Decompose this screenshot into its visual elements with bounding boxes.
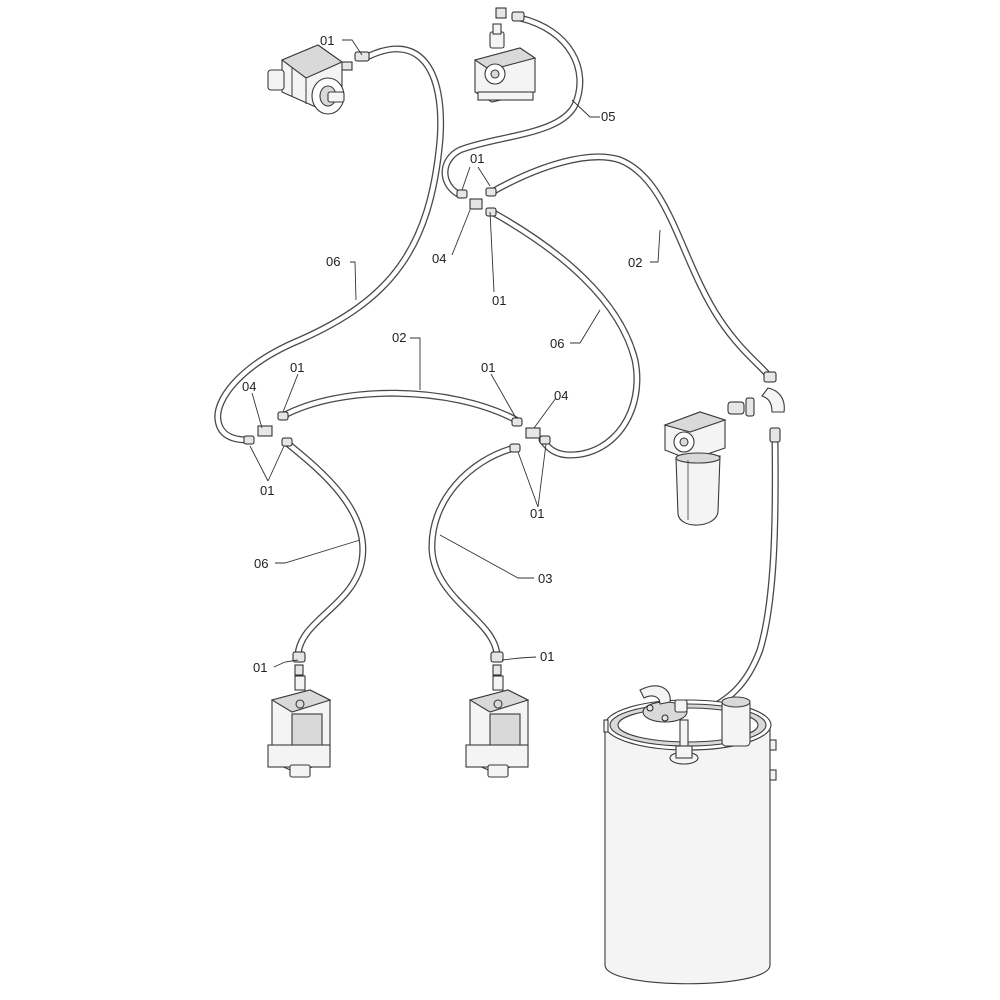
callout-04-c: 04 xyxy=(554,388,568,403)
filter-assembly xyxy=(663,411,727,526)
callout-01-a: 01 xyxy=(320,33,334,48)
hose-return-tank xyxy=(701,436,779,716)
hose-05 xyxy=(441,14,584,199)
hydraulic-motor-right xyxy=(465,675,530,778)
callout-01-g: 01 xyxy=(530,506,544,521)
callout-02-b: 02 xyxy=(392,330,406,345)
hydraulic-tank xyxy=(603,685,777,985)
callout-01-e: 01 xyxy=(481,360,495,375)
gear-pump-top xyxy=(473,23,537,103)
callout-01-i: 01 xyxy=(540,649,554,664)
hose-06-top xyxy=(214,45,445,444)
tee-04-right xyxy=(509,417,551,453)
callout-06-a: 06 xyxy=(326,254,340,269)
callout-02-a: 02 xyxy=(628,255,642,270)
fitting-01-top-left xyxy=(341,51,370,71)
callout-04-b: 04 xyxy=(242,379,256,394)
leader-lines xyxy=(249,39,661,668)
hose-02-lower xyxy=(279,389,520,424)
callout-01-h: 01 xyxy=(253,660,267,675)
callout-01-c: 01 xyxy=(492,293,506,308)
callout-04-a: 04 xyxy=(432,251,446,266)
fitting-01-top-pump2 xyxy=(495,7,525,22)
hose-02-upper xyxy=(488,153,772,379)
valve-block-top-left xyxy=(267,44,345,115)
hose-03 xyxy=(428,444,518,659)
filter-inlet-fittings xyxy=(727,371,785,443)
callout-06-b: 06 xyxy=(550,336,564,351)
tee-04-left xyxy=(243,411,293,447)
fitting-01-motor-right xyxy=(490,651,504,676)
fitting-01-motor-left xyxy=(292,651,306,676)
callout-05: 05 xyxy=(601,109,615,124)
hose-06-lower xyxy=(283,439,367,659)
callout-06-c: 06 xyxy=(254,556,268,571)
hydraulic-motor-left xyxy=(267,675,332,778)
callout-01-f: 01 xyxy=(260,483,274,498)
hose-06-middle xyxy=(488,208,641,459)
callout-03: 03 xyxy=(538,571,552,586)
tee-04-upper xyxy=(456,187,497,217)
callout-01-d: 01 xyxy=(290,360,304,375)
callout-01-b: 01 xyxy=(470,151,484,166)
